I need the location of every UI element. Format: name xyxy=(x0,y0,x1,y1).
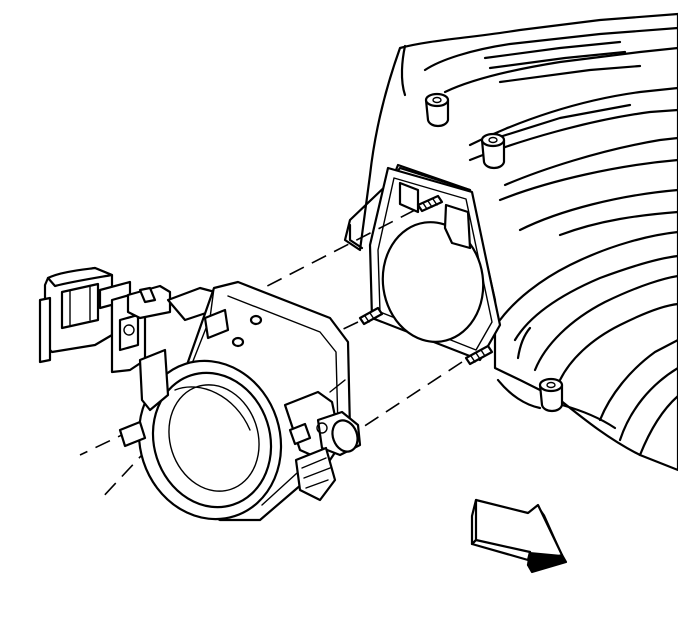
throttle-body xyxy=(38,266,362,522)
bolt-middle xyxy=(358,306,384,326)
view-direction-arrow-icon xyxy=(470,498,568,574)
mounting-bolts xyxy=(358,194,494,366)
bolt-lower xyxy=(464,344,494,366)
bolt-upper xyxy=(416,194,444,213)
throttle-body-gasket xyxy=(368,166,502,362)
intake-manifold xyxy=(343,12,678,472)
